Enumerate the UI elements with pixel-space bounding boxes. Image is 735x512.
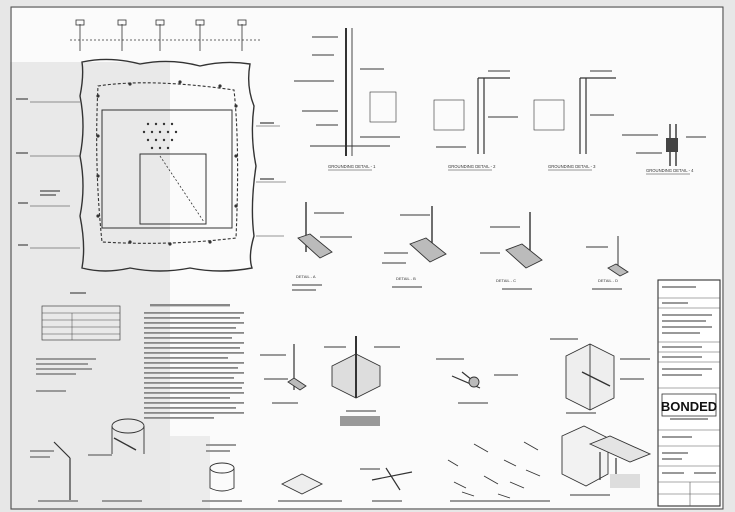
shaded-region-2 xyxy=(170,436,210,510)
clamp-gallery xyxy=(447,441,550,502)
bottom-details xyxy=(30,418,652,502)
section-details xyxy=(294,28,706,166)
company-logo xyxy=(661,393,717,417)
notes-left-text xyxy=(36,358,96,392)
section-label-2: GROUNDING DETAIL - 2 xyxy=(448,164,496,169)
legend-table xyxy=(41,305,121,341)
detail-label-a: DETAIL - A xyxy=(296,274,316,279)
site-perimeter xyxy=(79,58,257,272)
section-label-4: GROUNDING DETAIL - 4 xyxy=(646,168,694,173)
section-label-3: GROUNDING DETAIL - 3 xyxy=(548,164,596,169)
rod-grid xyxy=(142,122,178,150)
ground-points xyxy=(96,80,238,246)
sheet-border xyxy=(10,6,724,510)
shaded-region xyxy=(10,62,170,510)
detail-label-b: DETAIL - B xyxy=(396,276,416,281)
drawing-sheet: GROUNDING DETAIL - 1 GROUNDING DETAIL - … xyxy=(10,6,724,510)
lower-details xyxy=(260,336,650,426)
plan-leaders xyxy=(30,101,286,249)
detail-labels: DETAIL - A DETAIL - B DETAIL - C DETAIL … xyxy=(296,274,618,283)
top-markers xyxy=(70,19,260,51)
ground-ring xyxy=(96,82,239,244)
title-block: BONDED xyxy=(657,279,721,507)
detail-label-d: DETAIL - D xyxy=(598,278,618,283)
cad-drawing: GROUNDING DETAIL - 1 GROUNDING DETAIL - … xyxy=(10,6,724,510)
notes-text-block xyxy=(144,304,244,419)
notes-area xyxy=(36,304,244,419)
section-label-1: GROUNDING DETAIL - 1 xyxy=(328,164,376,169)
logo-text: BONDED xyxy=(661,399,717,414)
plan-leader-text xyxy=(16,98,274,294)
site-plan xyxy=(16,19,286,294)
middle-details xyxy=(292,202,629,291)
section-labels: GROUNDING DETAIL - 1 GROUNDING DETAIL - … xyxy=(328,164,694,175)
detail-label-c: DETAIL - C xyxy=(496,278,516,283)
